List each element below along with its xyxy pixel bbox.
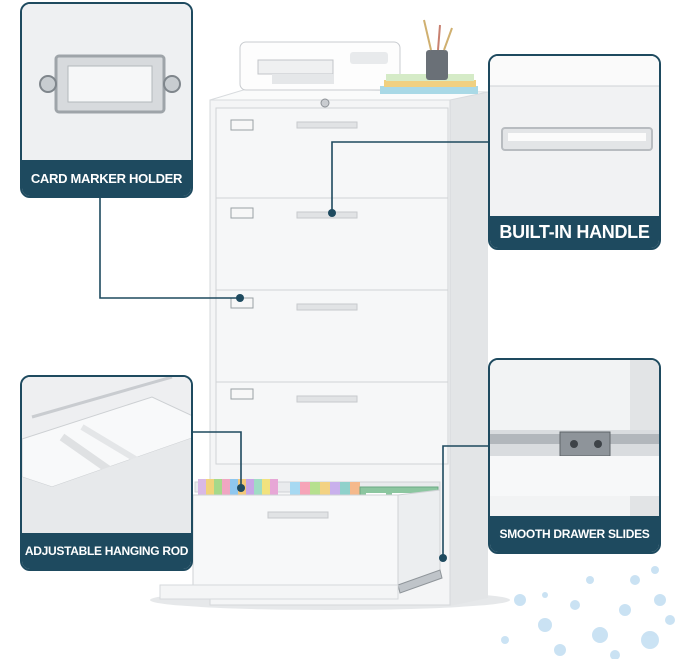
smooth-drawer-slides-callout: SMOOTH DRAWER SLIDES [488, 358, 661, 554]
smooth-drawer-slides-label: SMOOTH DRAWER SLIDES [490, 516, 659, 552]
built-in-handle-callout: BUILT-IN HANDLE [488, 54, 661, 250]
card-marker-holder-label: CARD MARKER HOLDER [22, 160, 191, 196]
card-marker-holder-callout: CARD MARKER HOLDER [20, 2, 193, 198]
adjustable-hanging-rod-label: ADJUSTABLE HANGING ROD [22, 533, 191, 569]
built-in-handle-label: BUILT-IN HANDLE [490, 216, 659, 248]
built-in-handle-image [490, 56, 659, 216]
adjustable-hanging-rod-image [22, 377, 191, 537]
smooth-drawer-slides-image [490, 360, 659, 520]
adjustable-hanging-rod-callout: ADJUSTABLE HANGING ROD [20, 375, 193, 571]
card-marker-holder-image [22, 4, 191, 164]
